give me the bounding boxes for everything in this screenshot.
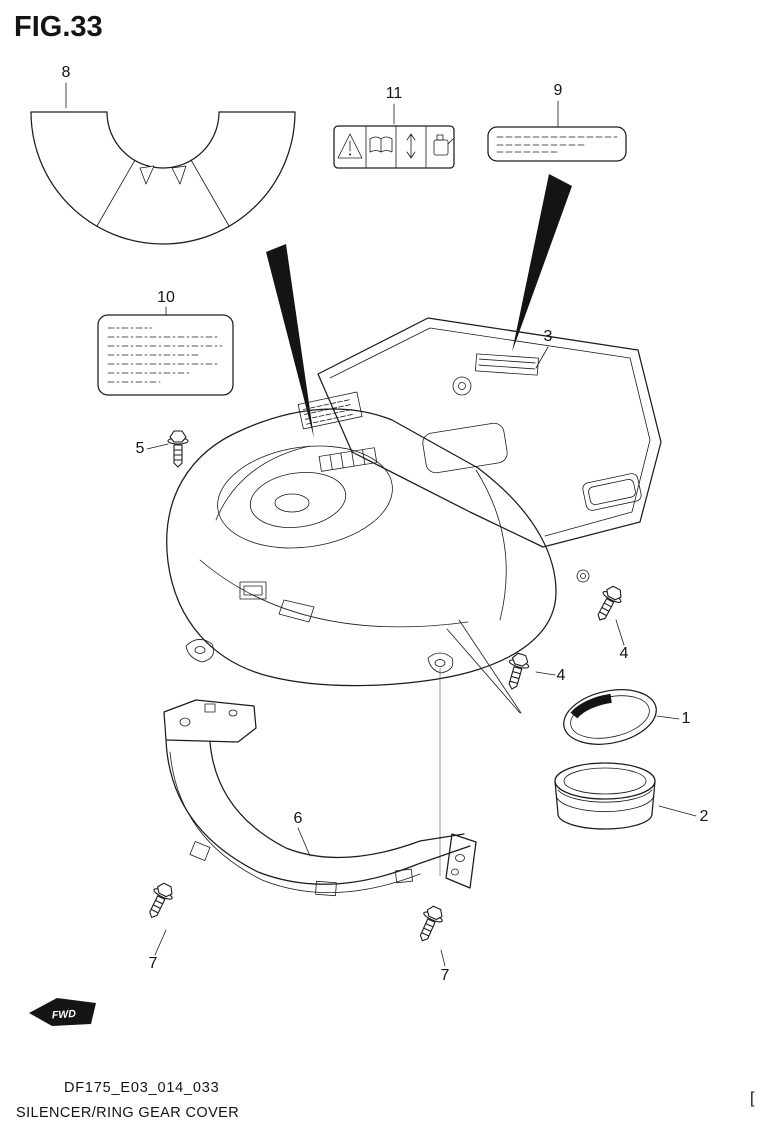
callout-leader-lines bbox=[65, 82, 697, 967]
part-8-half-ring-shield bbox=[30, 111, 296, 245]
part-7-bolt-left bbox=[142, 880, 177, 923]
part-3-cover-lid bbox=[317, 317, 662, 583]
pointer-wedge-to-lid-label bbox=[512, 174, 572, 352]
up-down-arrow-icon bbox=[406, 133, 416, 159]
document-code: DF175_E03_014_033 bbox=[64, 1080, 220, 1096]
callout-8: 8 bbox=[62, 64, 71, 81]
assembly-guide-lines bbox=[439, 619, 522, 876]
pointer-wedge-to-dome-label bbox=[266, 244, 314, 438]
part-6-ring-bracket bbox=[163, 699, 477, 897]
callout-4-center: 4 bbox=[557, 667, 566, 684]
part-7-bolt-right bbox=[412, 903, 447, 946]
corner-bracket-mark: [ bbox=[750, 1090, 755, 1107]
callout-3: 3 bbox=[544, 328, 553, 345]
part-11-caution-label-plate bbox=[333, 125, 455, 169]
callout-10: 10 bbox=[157, 289, 175, 306]
fwd-arrow-icon bbox=[29, 998, 96, 1026]
part-10-info-label bbox=[97, 314, 234, 396]
figure-title: FIG.33 bbox=[14, 11, 103, 43]
part-9-info-label bbox=[487, 126, 627, 162]
fwd-arrow-label: FWD bbox=[52, 1008, 77, 1022]
callout-4-right: 4 bbox=[620, 645, 629, 662]
oil-container-icon bbox=[433, 134, 454, 156]
dome-vent-grille bbox=[318, 447, 378, 472]
part-1-mesh-screen bbox=[563, 689, 657, 745]
callout-7-right: 7 bbox=[441, 967, 450, 984]
warning-triangle-icon bbox=[337, 133, 363, 159]
fwd-direction-marker: FWD bbox=[29, 998, 96, 1026]
callout-1: 1 bbox=[682, 710, 691, 727]
owners-manual-icon bbox=[369, 136, 393, 153]
part-2-seal-ring bbox=[554, 762, 656, 830]
callout-5: 5 bbox=[136, 440, 145, 457]
figure-caption: SILENCER/RING GEAR COVER bbox=[16, 1105, 239, 1121]
callout-7-left: 7 bbox=[149, 955, 158, 972]
part-5-bolt bbox=[167, 430, 189, 468]
callout-11: 11 bbox=[386, 85, 403, 102]
part-4-bolt-right bbox=[590, 582, 627, 626]
dome-sticker-patch bbox=[297, 391, 363, 430]
ring-gear-cover-body bbox=[166, 391, 557, 687]
callout-6: 6 bbox=[294, 810, 303, 827]
lid-sticker-patch bbox=[475, 353, 539, 376]
callout-9: 9 bbox=[554, 82, 563, 99]
callout-2: 2 bbox=[700, 808, 709, 825]
